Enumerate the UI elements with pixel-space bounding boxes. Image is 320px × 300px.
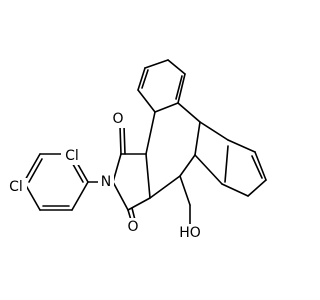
c-o-bond xyxy=(119,125,122,155)
benzo-bond xyxy=(199,121,229,141)
n-c-bond xyxy=(112,153,122,183)
bridge-bond xyxy=(145,111,156,155)
structure-canvas: O O N Cl Cl HO xyxy=(5,59,267,242)
chlorine-label-para: Cl xyxy=(9,179,23,195)
atom-O-upper: O xyxy=(110,110,126,128)
bridge-bond xyxy=(154,102,179,113)
atom-label-layer: O O N Cl Cl HO xyxy=(5,110,202,242)
n-c-bond xyxy=(112,181,129,211)
oxygen-label-upper: O xyxy=(112,111,123,127)
aryl-double-bond xyxy=(28,158,43,183)
hydroxyl-label: HO xyxy=(179,225,201,241)
oxygen-label-lower: O xyxy=(127,219,138,235)
ch2-bond xyxy=(179,175,191,206)
atom-OH: HO xyxy=(178,224,202,242)
benzo-bond xyxy=(137,89,156,113)
benzo-double-bond xyxy=(224,145,229,183)
benzo-double-bond xyxy=(175,75,183,100)
benzo-bond xyxy=(254,151,267,181)
benzo-double-bond xyxy=(251,155,263,179)
bridge-bond xyxy=(194,121,201,156)
atom-N: N xyxy=(98,173,114,191)
c-o-double-bond xyxy=(123,125,126,155)
benzo-bond xyxy=(177,73,186,104)
benzo-bond xyxy=(247,179,267,197)
bridge-bond xyxy=(179,154,196,177)
atom-O-lower: O xyxy=(125,218,141,236)
atom-Cl-para: Cl xyxy=(5,178,27,196)
bond-layer xyxy=(21,59,267,225)
aryl-bond xyxy=(71,181,89,211)
chlorine-label-ortho: Cl xyxy=(65,148,79,164)
benzo-bond xyxy=(194,154,223,185)
benzo-bond xyxy=(227,139,256,153)
benzo-double-bond xyxy=(141,69,149,89)
atom-Cl-ortho: Cl xyxy=(61,147,83,165)
aryl-bond xyxy=(23,153,41,183)
molecule-drawing: O O N Cl Cl HO xyxy=(5,59,267,242)
c-c-bond xyxy=(145,153,151,199)
bridge-bond xyxy=(149,175,181,199)
benzo-bond xyxy=(221,183,249,197)
nitrogen-label: N xyxy=(101,174,111,190)
benzo-bond xyxy=(144,59,169,69)
bridge-bond xyxy=(177,102,201,123)
benzo-bond xyxy=(137,67,146,91)
benzo-bond xyxy=(167,59,186,75)
